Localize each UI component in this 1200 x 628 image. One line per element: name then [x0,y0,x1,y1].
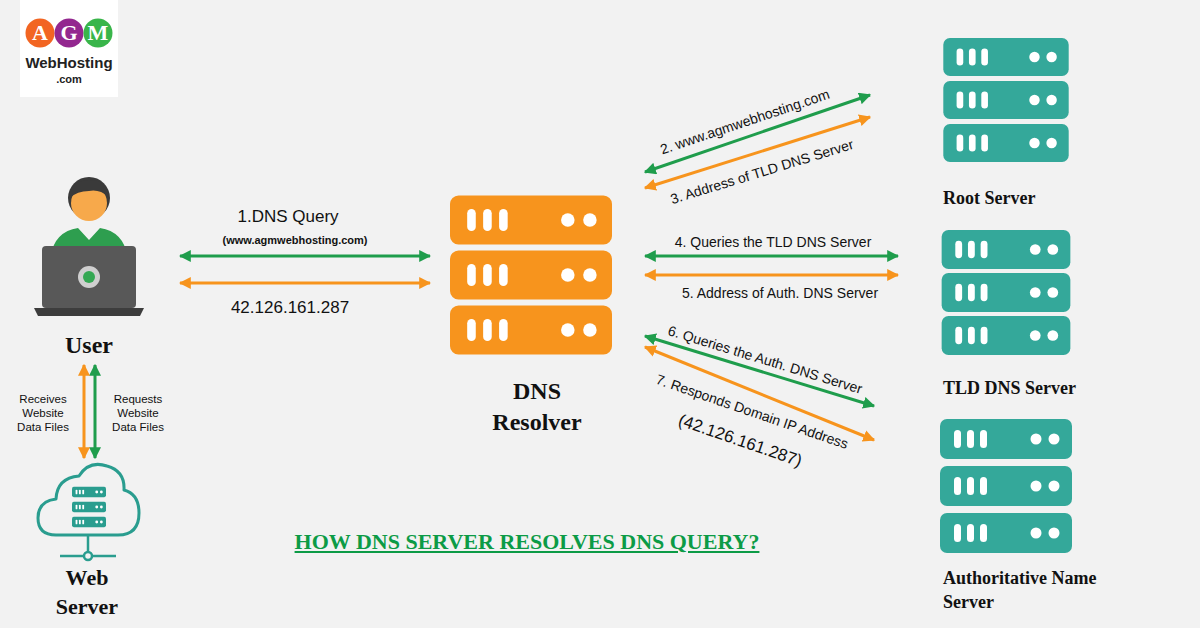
tld-server-icon [942,230,1071,355]
server-unit [940,419,1072,459]
step-label: 4. Queries the TLD DNS Server [675,234,872,251]
server-node: Authoritative Name Server [874,400,1104,615]
step-label: 5. Address of Auth. DNS Server [682,285,878,302]
logo [20,0,118,97]
server-unit [943,38,1068,76]
network-wire [92,555,116,558]
logo-text: WebHosting [25,54,112,72]
flow-arrow [645,95,870,172]
flow-arrow [94,365,97,458]
step-label: 2. www.agmwebhosting.com [658,86,832,158]
server-unit [943,81,1068,119]
flow-arrow [180,282,430,285]
laptop-logo [78,266,100,288]
logo-text: .com [56,73,82,86]
server-unit [942,273,1071,312]
network-wire [60,555,84,558]
server-node: DNS Resolver [430,165,645,435]
server-unit [72,487,106,497]
server-node: User [30,175,180,365]
logo-circle [26,19,55,48]
user-hair [70,180,108,198]
resolver-icon [450,195,612,354]
auth-server-icon [940,419,1072,553]
server-unit [450,195,612,244]
step-label: 1.DNS Query [237,207,338,227]
step-label: Receives Website Data Files [10,392,76,434]
flow-arrow [180,255,430,258]
laptop-base [34,308,144,316]
user-icon [34,177,144,316]
network-node [84,552,92,560]
logo-circle [55,19,84,48]
node-label: TLD DNS Server [943,377,1076,399]
logo-text: G [60,20,77,46]
logo-text: A [32,20,48,46]
step-label: 42.126.161.287 [231,298,349,318]
server-node: Root Server [870,30,1080,215]
flow-arrow [645,274,898,277]
node-label: Web Server [37,563,137,621]
server-unit [942,230,1071,269]
root-server-icon [943,38,1068,162]
server-unit [450,305,612,354]
server-unit [943,124,1068,162]
server-unit [940,466,1072,506]
diagram-title: HOW DNS SERVER RESOLVES DNS QUERY? [295,529,760,555]
flow-arrow [645,255,898,258]
laptop-screen [42,246,136,308]
flow-arrow [83,365,86,458]
logo-text: M [88,20,109,46]
node-label: Root Server [943,187,1035,209]
server-unit [450,250,612,299]
logo-panel [20,0,118,97]
server-node: TLD DNS Server [898,225,1100,400]
query-note: (www.agmwebhosting.com) [222,234,367,247]
server-node: Web Server [30,458,150,618]
server-unit [72,517,106,527]
server-unit [942,316,1071,355]
node-label: User [65,331,113,360]
node-label: Authoritative Name Server [943,566,1135,614]
cloud-server [72,487,106,527]
logo-circle [84,19,113,48]
step-label: Requests Website Data Files [105,392,171,434]
cloud-outline [38,464,139,535]
network-wire [87,535,90,552]
laptop-logo [83,271,95,283]
server-unit [940,513,1072,553]
server-unit [72,502,106,512]
node-label: DNS Resolver [471,376,603,438]
web-server-icon [38,464,139,560]
